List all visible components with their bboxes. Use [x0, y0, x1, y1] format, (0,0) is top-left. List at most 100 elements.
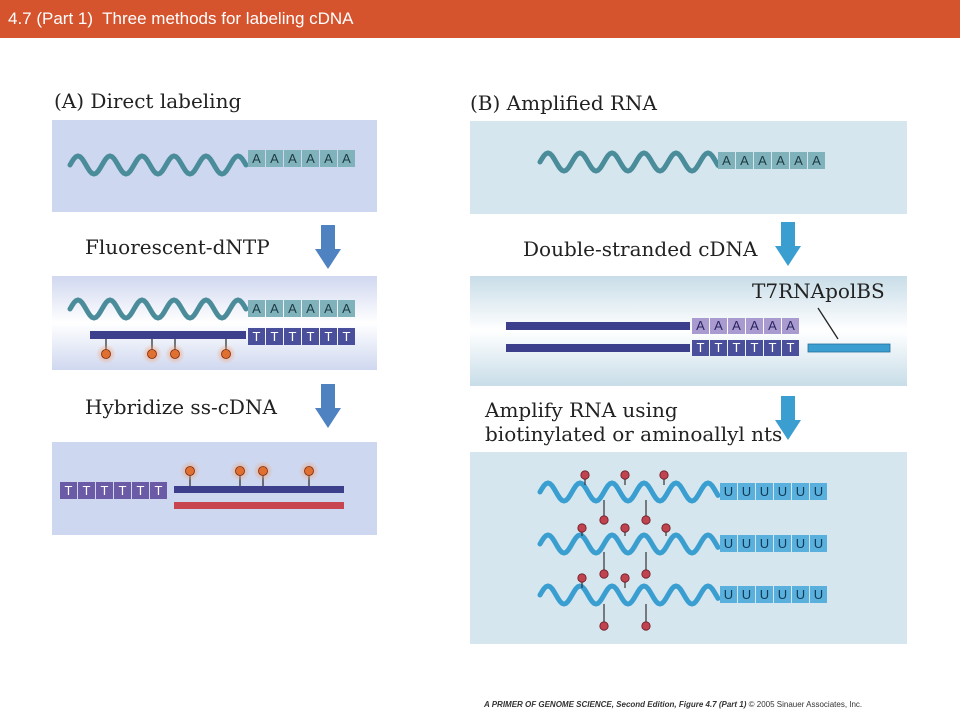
poly-u-box [756, 535, 773, 552]
poly-a-letter: A [786, 318, 795, 333]
poly-t-letter: T [271, 329, 279, 344]
poly-u-box [774, 586, 791, 603]
poly-a-box [284, 300, 301, 317]
poly-a-letter: A [252, 301, 261, 316]
poly-a-box [248, 300, 265, 317]
biotin-label [599, 515, 609, 525]
poly-a-letter: A [324, 151, 333, 166]
poly-u-box [792, 483, 809, 500]
poly-a-letter: A [324, 301, 333, 316]
poly-u-letter: U [796, 536, 805, 551]
fluorophore-ball [185, 466, 195, 476]
amplified-rna-strand [537, 583, 721, 607]
poly-a-letter: A [750, 318, 759, 333]
biotin-label [641, 515, 651, 525]
biotin-label [620, 470, 630, 480]
panel-b-heading: (B) Amplified RNA [470, 91, 658, 115]
poly-t-box [132, 482, 149, 499]
poly-u-letter: U [760, 484, 769, 499]
poly-a-letter: A [342, 301, 351, 316]
footer-book: A PRIMER OF GENOME SCIENCE, Second Editi… [484, 700, 747, 709]
poly-t-letter: T [715, 340, 723, 355]
poly-a-box [692, 318, 709, 334]
poly-a-box [764, 318, 781, 334]
poly-t-box [782, 340, 799, 356]
arrow-down-icon [315, 384, 341, 428]
poly-a-letter: A [768, 318, 777, 333]
poly-t-box [114, 482, 131, 499]
poly-t-letter: T [769, 340, 777, 355]
biotin-label [659, 470, 669, 480]
poly-u-box [810, 535, 827, 552]
arrow-down-icon [315, 225, 341, 269]
poly-a-letter: A [306, 301, 315, 316]
poly-t-box [60, 482, 77, 499]
poly-u-letter: U [742, 536, 751, 551]
fluorophore-ball [170, 349, 180, 359]
poly-a-box [710, 318, 727, 334]
title-bar: 4.7 (Part 1) Three methods for labeling … [0, 0, 960, 38]
poly-t-box [284, 328, 301, 345]
poly-a-letter: A [794, 153, 803, 168]
biotin-label [620, 523, 630, 533]
poly-t-box [338, 328, 355, 345]
fluorophore-ball [147, 349, 157, 359]
poly-a-letter: A [758, 153, 767, 168]
panel-b-step2-label-line1: Amplify RNA using [484, 398, 678, 422]
poly-a-box [718, 152, 735, 169]
arrow-down-icon [775, 396, 801, 440]
fluorophore-ball [221, 349, 231, 359]
poly-u-box [792, 586, 809, 603]
poly-a-letter: A [288, 151, 297, 166]
poly-a-letter: A [270, 151, 279, 166]
poly-a-box [790, 152, 807, 169]
panel-a-mrna-1 [67, 153, 249, 177]
biotin-label [599, 621, 609, 631]
poly-a-box [338, 300, 355, 317]
promoter-pointer [817, 307, 839, 340]
poly-u-box [720, 535, 737, 552]
biotin-label [577, 523, 587, 533]
poly-a-box [266, 300, 283, 317]
poly-u-box [738, 535, 755, 552]
poly-a-box [808, 152, 825, 169]
poly-a-box [782, 318, 799, 334]
panel-b-mrna [537, 150, 721, 174]
poly-t-box [150, 482, 167, 499]
poly-u-letter: U [724, 587, 733, 602]
poly-t-letter: T [119, 483, 127, 498]
page-title: 4.7 (Part 1) Three methods for labeling … [8, 9, 354, 28]
panel-a-labeled-cdna [174, 486, 344, 493]
footer-copyright: © 2005 Sinauer Associates, Inc. [748, 700, 863, 709]
poly-u-box [720, 483, 737, 500]
poly-t-box [78, 482, 95, 499]
poly-u-box [720, 586, 737, 603]
poly-a-box [248, 150, 265, 167]
poly-t-letter: T [751, 340, 759, 355]
fluorophore-ball [101, 349, 111, 359]
panel-a-fluor-labels [96, 339, 236, 364]
poly-a-box [772, 152, 789, 169]
poly-t-letter: T [65, 483, 73, 498]
poly-a-letter: A [288, 301, 297, 316]
biotin-label [599, 569, 609, 579]
poly-u-letter: U [796, 587, 805, 602]
biotin-label [641, 621, 651, 631]
poly-a-letter: A [252, 151, 261, 166]
poly-t-letter: T [83, 483, 91, 498]
panel-a-step2-label: Hybridize ss-cDNA [85, 395, 277, 419]
poly-t-letter: T [307, 329, 315, 344]
poly-u-letter: U [814, 484, 823, 499]
t7-promoter-segment [807, 343, 891, 353]
biotin-label [620, 573, 630, 583]
poly-a-letter: A [270, 301, 279, 316]
fluorophore-ball [304, 466, 314, 476]
